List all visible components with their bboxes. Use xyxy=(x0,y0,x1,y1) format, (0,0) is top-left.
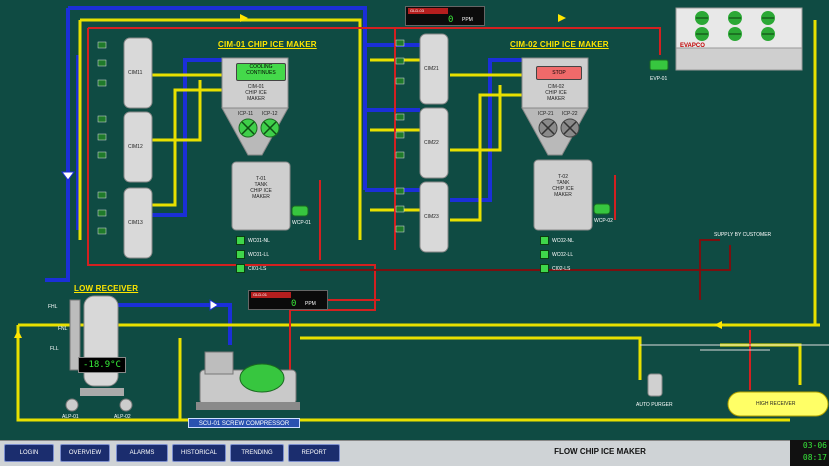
nav-overview-button[interactable]: OVERVIEW xyxy=(60,444,110,462)
level-fnl: FNL xyxy=(58,326,68,332)
cooler-cim22: CIM22 xyxy=(424,140,439,146)
pump-icp11: ICP-11 xyxy=(238,111,254,117)
wcp02-label: WCP-02 xyxy=(594,218,613,224)
nav-login-button[interactable]: LOGIN xyxy=(4,444,54,462)
valve-set-left xyxy=(97,39,405,235)
indicator-ci01-ls: CI01-LS xyxy=(236,264,266,273)
indicator-wc02-ll: WC02-LL xyxy=(540,250,573,259)
tank-t01-label: T-01 TANK CHIP ICE MAKER xyxy=(250,176,272,200)
condenser-brand: EVAPCO xyxy=(680,43,705,49)
indicator-ci02-ls: CI02-LS xyxy=(540,264,570,273)
cooler-cim23: CIM23 xyxy=(424,214,439,220)
auto-purger-graphic xyxy=(647,373,663,397)
cooler-cim12: CIM12 xyxy=(128,144,143,150)
tank-t01 xyxy=(231,161,291,231)
low-receiver-vessel xyxy=(65,295,133,412)
gas-detector-gld03[interactable]: GLD-03 0 PPM xyxy=(405,6,485,26)
page-title: FLOW CHIP ICE MAKER xyxy=(554,447,646,456)
red-pipes xyxy=(87,27,751,390)
level-fhl: FHL xyxy=(48,304,58,310)
level-fll: FLL xyxy=(50,346,59,352)
nav-report-button[interactable]: REPORT xyxy=(288,444,340,462)
compressor-name[interactable]: SCU-01 SCREW COMPRESSOR xyxy=(188,418,300,428)
indicator-wc01-nl: WC01-NL xyxy=(236,236,270,245)
cim02-body-label: CIM-02 CHIP ICE MAKER xyxy=(545,84,567,102)
cooler-cim13: CIM13 xyxy=(128,220,143,226)
nav-alarms-button[interactable]: ALARMS xyxy=(116,444,168,462)
cooler-cim11: CIM11 xyxy=(128,70,143,76)
indicator-wc02-nl: WC02-NL xyxy=(540,236,574,245)
clock-time: 08:17 xyxy=(802,453,827,462)
indicator-wc01-ll: WC01-LL xyxy=(236,250,269,259)
wcp01-graphic xyxy=(291,205,309,217)
clock-date: 03-06 xyxy=(802,441,827,450)
pump-icp21: ICP-21 xyxy=(538,111,554,117)
low-receiver-temperature: -18.9°C xyxy=(78,357,126,373)
high-receiver-label: HIGH RECEIVER xyxy=(756,401,796,407)
supply-label: SUPPLY BY CUSTOMER xyxy=(714,232,772,238)
auto-purger-label: AUTO PURGER xyxy=(636,402,673,408)
tank-t02 xyxy=(533,159,593,231)
pump-alp02-label: ALP-02 xyxy=(114,414,131,420)
nav-historical-button[interactable]: HISTORICAL xyxy=(172,444,226,462)
cim02-title: CIM-02 CHIP ICE MAKER xyxy=(510,40,609,49)
blue-pipes xyxy=(45,6,525,345)
cooler-cim21: CIM21 xyxy=(424,66,439,72)
cim01-body-label: CIM-01 CHIP ICE MAKER xyxy=(245,84,267,102)
pump-icp12: ICP-12 xyxy=(262,111,278,117)
tank-t02-label: T-02 TANK CHIP ICE MAKER xyxy=(552,174,574,198)
pump-alp01-label: ALP-01 xyxy=(62,414,79,420)
pump-icp22: ICP-22 xyxy=(562,111,578,117)
cim01-status: COOLING CONTINUES xyxy=(236,63,286,81)
wcp02-graphic xyxy=(593,203,611,215)
wcp01-label: WCP-01 xyxy=(292,220,311,226)
screw-compressor-graphic xyxy=(196,351,300,410)
high-receiver-graphic xyxy=(727,391,829,417)
cim01-hopper xyxy=(221,57,289,156)
cim01-title: CIM-01 CHIP ICE MAKER xyxy=(218,40,317,49)
return-pipes xyxy=(300,239,731,300)
nav-trending-button[interactable]: TRENDING xyxy=(230,444,284,462)
cim02-status: STOP xyxy=(536,66,582,80)
gas-detector-gld01[interactable]: GLD-01 0 PPM xyxy=(248,290,328,310)
evap-condenser xyxy=(649,7,803,71)
evp01-label: EVP-01 xyxy=(650,76,668,82)
low-receiver-title: LOW RECEIVER xyxy=(74,284,139,293)
clock: 03-06 08:17 xyxy=(790,440,829,466)
yellow-pipes xyxy=(16,18,820,422)
